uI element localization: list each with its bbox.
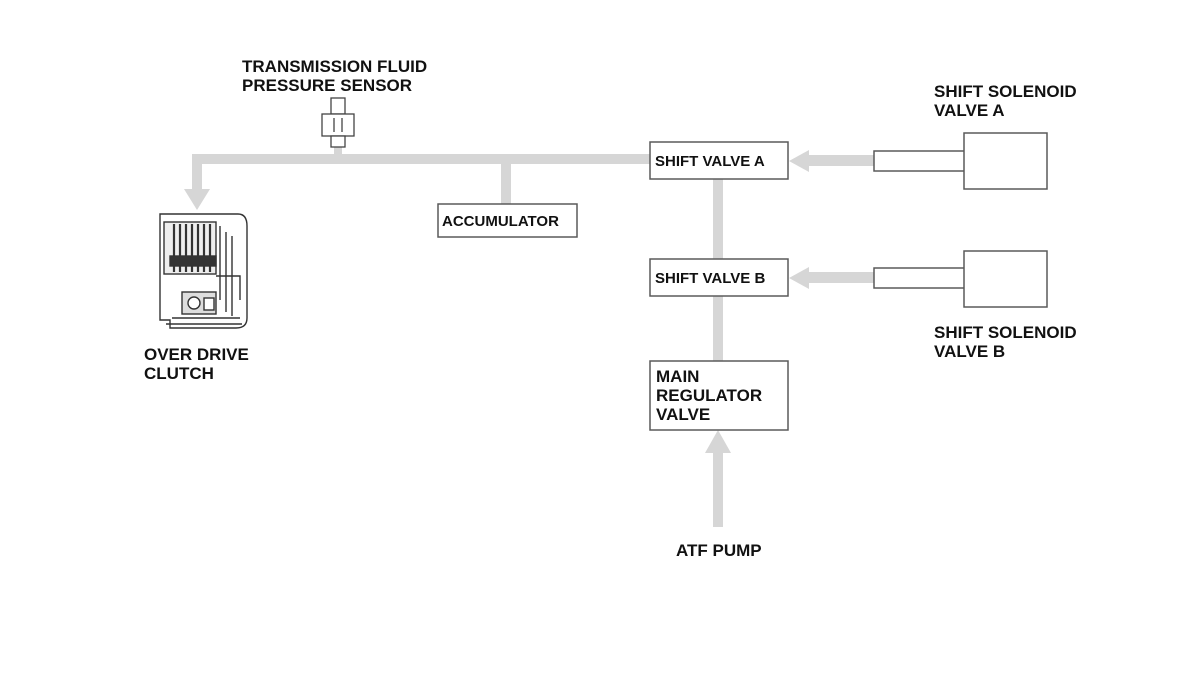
main-regulator-line-2: REGULATOR	[656, 386, 762, 405]
solenoid-a-arrow	[789, 150, 809, 172]
accumulator-branch	[501, 160, 511, 204]
pressure-sensor-icon	[321, 97, 355, 148]
od-clutch-label-line-1: OVER DRIVE	[144, 345, 249, 364]
solenoid-b-signal	[806, 272, 876, 283]
main-regulator-line-1: MAIN	[656, 367, 699, 386]
solenoid-a-label: SHIFT SOLENOID VALVE A	[934, 82, 1077, 120]
pressure-sensor-label: TRANSMISSION FLUID PRESSURE SENSOR	[242, 57, 427, 95]
main-pipe	[192, 154, 650, 164]
accumulator: ACCUMULATOR	[437, 203, 578, 238]
fluid-lines	[184, 145, 876, 527]
solenoid-a-signal	[806, 155, 876, 166]
clutch-feed-arrow	[184, 189, 210, 210]
solenoid-b-label-line-2: VALVE B	[934, 342, 1005, 361]
solenoid-b-label-line-1: SHIFT SOLENOID	[934, 323, 1077, 342]
atf-pump-label: ATF PUMP	[676, 541, 762, 560]
shift-valve-b: SHIFT VALVE B	[649, 258, 789, 297]
od-clutch-label-line-2: CLUTCH	[144, 364, 214, 383]
accumulator-label: ACCUMULATOR	[442, 213, 559, 230]
solenoid-a-label-line-2: VALVE A	[934, 101, 1005, 120]
shift-valve-a: SHIFT VALVE A	[649, 141, 789, 180]
pressure-sensor-label-line-2: PRESSURE SENSOR	[242, 76, 412, 95]
clutch-assembly-icon	[159, 213, 248, 329]
main-regulator-line-3: VALVE	[656, 405, 710, 424]
main-regulator-valve: MAIN REGULATOR VALVE	[649, 360, 789, 431]
pressure-sensor-label-line-1: TRANSMISSION FLUID	[242, 57, 427, 76]
shift-valve-a-label: SHIFT VALVE A	[655, 153, 765, 170]
pump-arrow	[705, 430, 731, 453]
solenoid-a-label-line-1: SHIFT SOLENOID	[934, 82, 1077, 101]
od-clutch-label: OVER DRIVE CLUTCH	[144, 345, 249, 383]
pump-pipe	[713, 452, 723, 527]
solenoid-icon	[873, 250, 1048, 308]
shift-valve-b-label: SHIFT VALVE B	[655, 270, 765, 287]
solenoid-icon	[873, 132, 1048, 190]
clutch-feed-pipe	[192, 154, 202, 190]
sensor-stub	[334, 145, 342, 157]
solenoid-b-label: SHIFT SOLENOID VALVE B	[934, 323, 1077, 361]
solenoid-b-arrow	[789, 267, 809, 289]
